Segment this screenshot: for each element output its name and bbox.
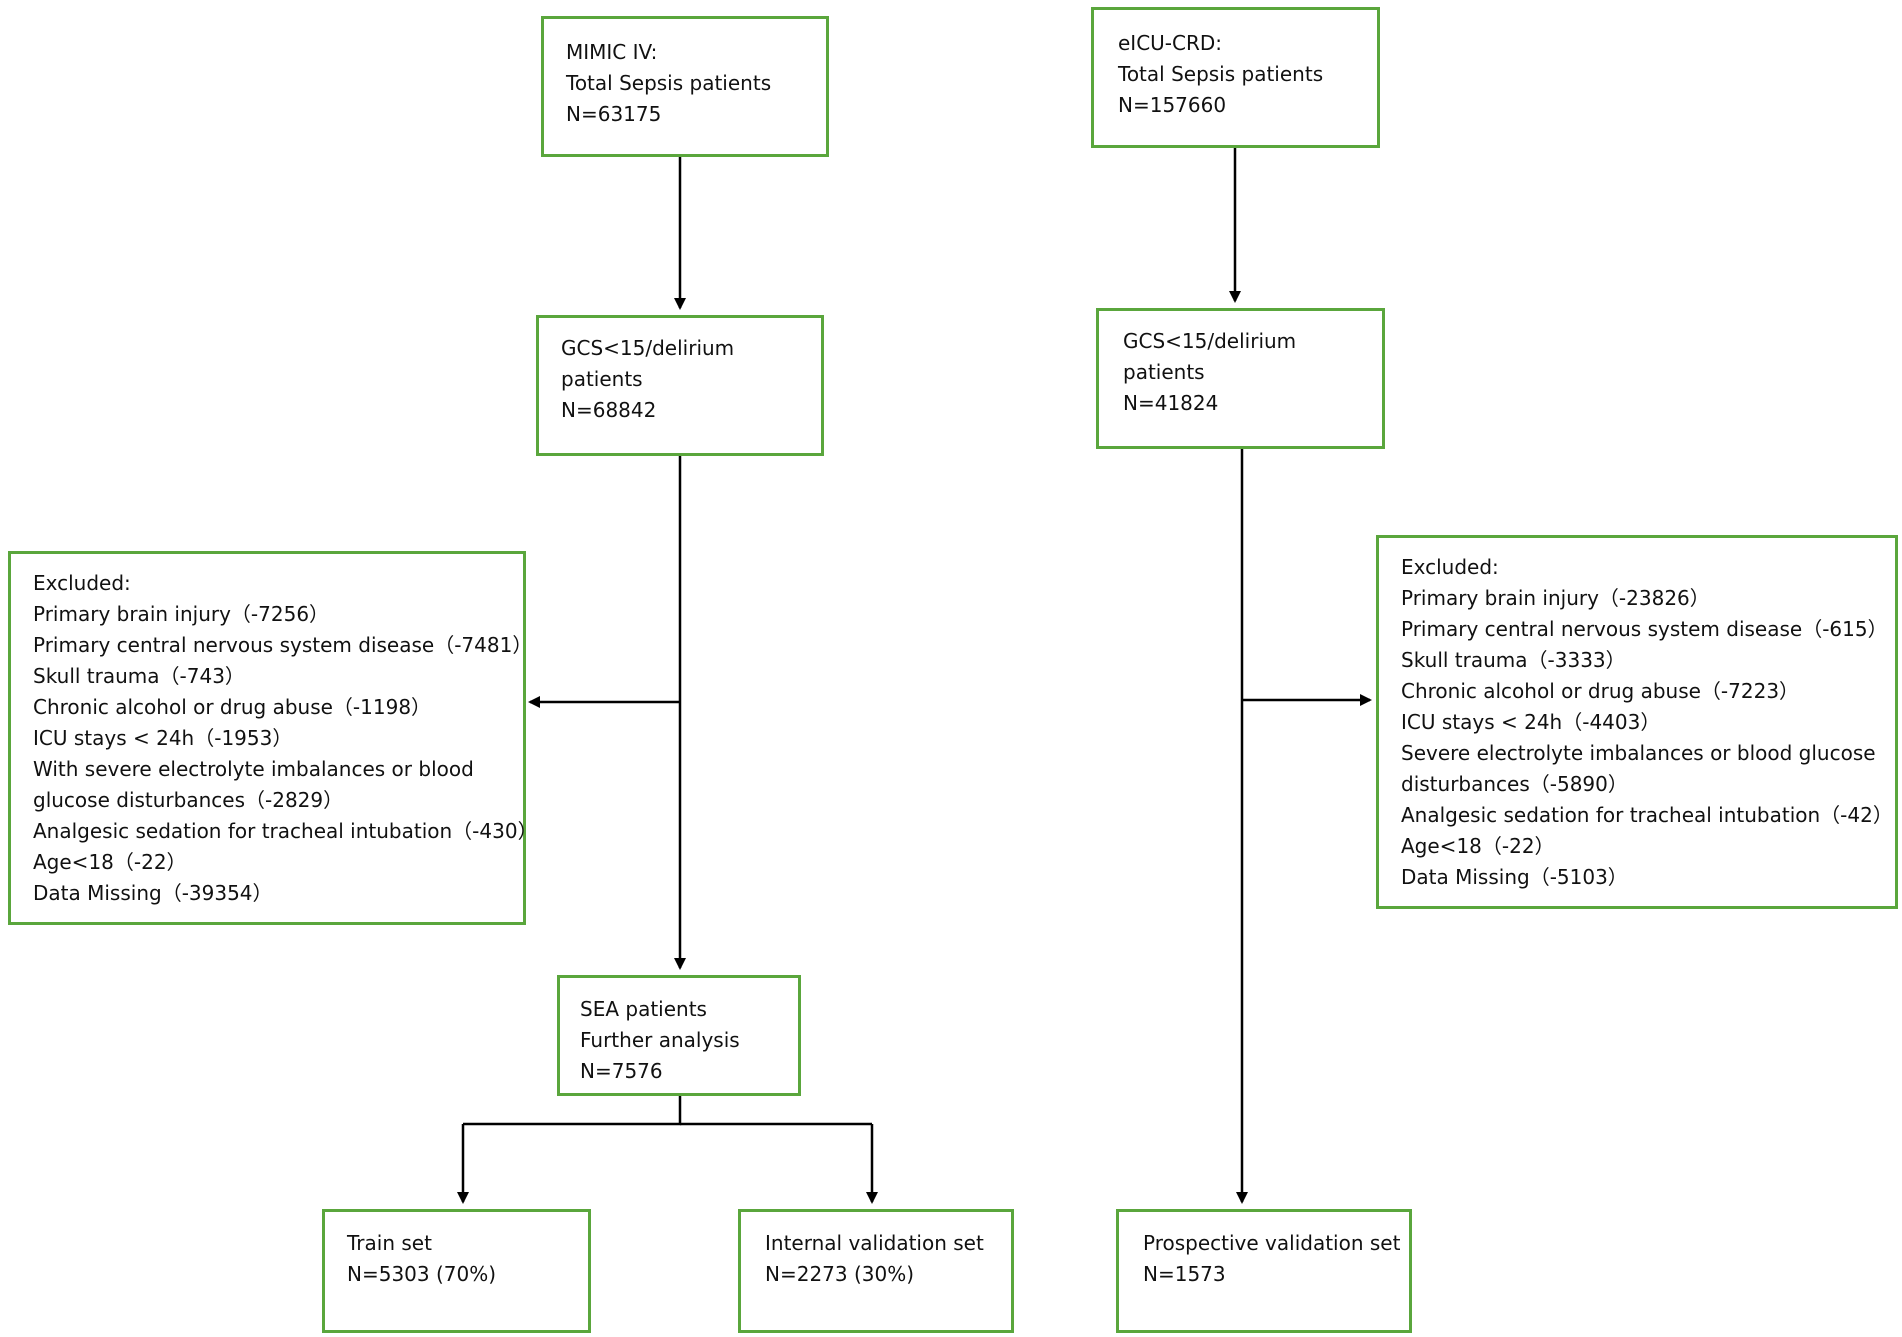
mimic-gcs-box: GCS<15/delirium patients N=68842 — [536, 315, 824, 456]
eicu-excluded-item: ICU stays < 24h（-4403） — [1401, 710, 1661, 734]
mimic-excluded-box: Excluded: Primary brain injury（-7256） Pr… — [8, 551, 538, 925]
branch-mimic-sea-split — [463, 1096, 682, 1126]
sea-patients-box: SEA patients Further analysis N=7576 — [557, 975, 801, 1096]
internal-validation-title: Internal validation set — [765, 1231, 984, 1255]
eicu-excluded-item: disturbances（-5890） — [1401, 772, 1628, 796]
train-set-count: N=5303 (70%) — [347, 1262, 497, 1286]
eicu-excluded-item: Chronic alcohol or drug abuse（-7223） — [1401, 679, 1800, 703]
train-set-box: Train set N=5303 (70%) — [322, 1209, 591, 1333]
eicu-excluded-item: Skull trauma（-3333） — [1401, 648, 1626, 672]
mimic-total-subtitle: Total Sepsis patients — [566, 71, 772, 95]
mimic-excluded-item: Skull trauma（-743） — [33, 664, 245, 688]
mimic-excluded-item: Primary central nervous system disease（-… — [33, 633, 533, 657]
eicu-excluded-heading: Excluded: — [1401, 555, 1499, 579]
mimic-total-count: N=63175 — [566, 102, 662, 126]
eicu-excluded-box: Excluded: Primary brain injury（-23826） P… — [1376, 535, 1898, 909]
eicu-gcs-count: N=41824 — [1123, 391, 1219, 415]
mimic-excluded-item: Data Missing（-39354） — [33, 881, 273, 905]
mimic-excluded-item: Primary brain injury（-7256） — [33, 602, 330, 626]
prospective-validation-title: Prospective validation set — [1143, 1231, 1401, 1255]
eicu-excluded-item: Primary central nervous system disease（-… — [1401, 617, 1888, 641]
mimic-excluded-item: Analgesic sedation for tracheal intubati… — [33, 819, 538, 843]
eicu-excluded-item: Data Missing（-5103） — [1401, 865, 1628, 889]
eicu-excluded-item: Severe electrolyte imbalances or blood g… — [1401, 741, 1876, 765]
internal-validation-count: N=2273 (30%) — [765, 1262, 915, 1286]
eicu-total-count: N=157660 — [1118, 93, 1227, 117]
mimic-gcs-title: GCS<15/delirium — [561, 336, 735, 360]
eicu-total-title: eICU-CRD: — [1118, 31, 1223, 55]
eicu-gcs-box: GCS<15/delirium patients N=41824 — [1096, 308, 1385, 449]
mimic-excluded-item: With severe electrolyte imbalances or bl… — [33, 757, 474, 781]
mimic-excluded-item: Age<18（-22） — [33, 850, 187, 874]
mimic-excluded-item: Chronic alcohol or drug abuse（-1198） — [33, 695, 432, 719]
sea-count: N=7576 — [580, 1059, 663, 1083]
mimic-excluded-item: glucose disturbances（-2829） — [33, 788, 344, 812]
mimic-excluded-item: ICU stays < 24h（-1953） — [33, 726, 293, 750]
eicu-excluded-item: Analgesic sedation for tracheal intubati… — [1401, 803, 1893, 827]
eicu-gcs-subtitle: patients — [1123, 360, 1205, 384]
sea-subtitle: Further analysis — [580, 1028, 740, 1052]
internal-validation-box: Internal validation set N=2273 (30%) — [738, 1209, 1014, 1333]
mimic-gcs-count: N=68842 — [561, 398, 657, 422]
eicu-excluded-item: Age<18（-22） — [1401, 834, 1555, 858]
train-set-title: Train set — [347, 1231, 432, 1255]
eicu-total-subtitle: Total Sepsis patients — [1118, 62, 1324, 86]
mimic-total-title: MIMIC IV: — [566, 40, 658, 64]
mimic-gcs-subtitle: patients — [561, 367, 643, 391]
eicu-excluded-item: Primary brain injury（-23826） — [1401, 586, 1710, 610]
mimic-total-box: MIMIC IV: Total Sepsis patients N=63175 — [541, 16, 829, 157]
eicu-total-box: eICU-CRD: Total Sepsis patients N=157660 — [1091, 7, 1380, 148]
prospective-validation-box: Prospective validation set N=1573 — [1116, 1209, 1412, 1333]
sea-title: SEA patients — [580, 997, 707, 1021]
mimic-excluded-heading: Excluded: — [33, 571, 131, 595]
eicu-gcs-title: GCS<15/delirium — [1123, 329, 1297, 353]
prospective-validation-count: N=1573 — [1143, 1262, 1226, 1286]
